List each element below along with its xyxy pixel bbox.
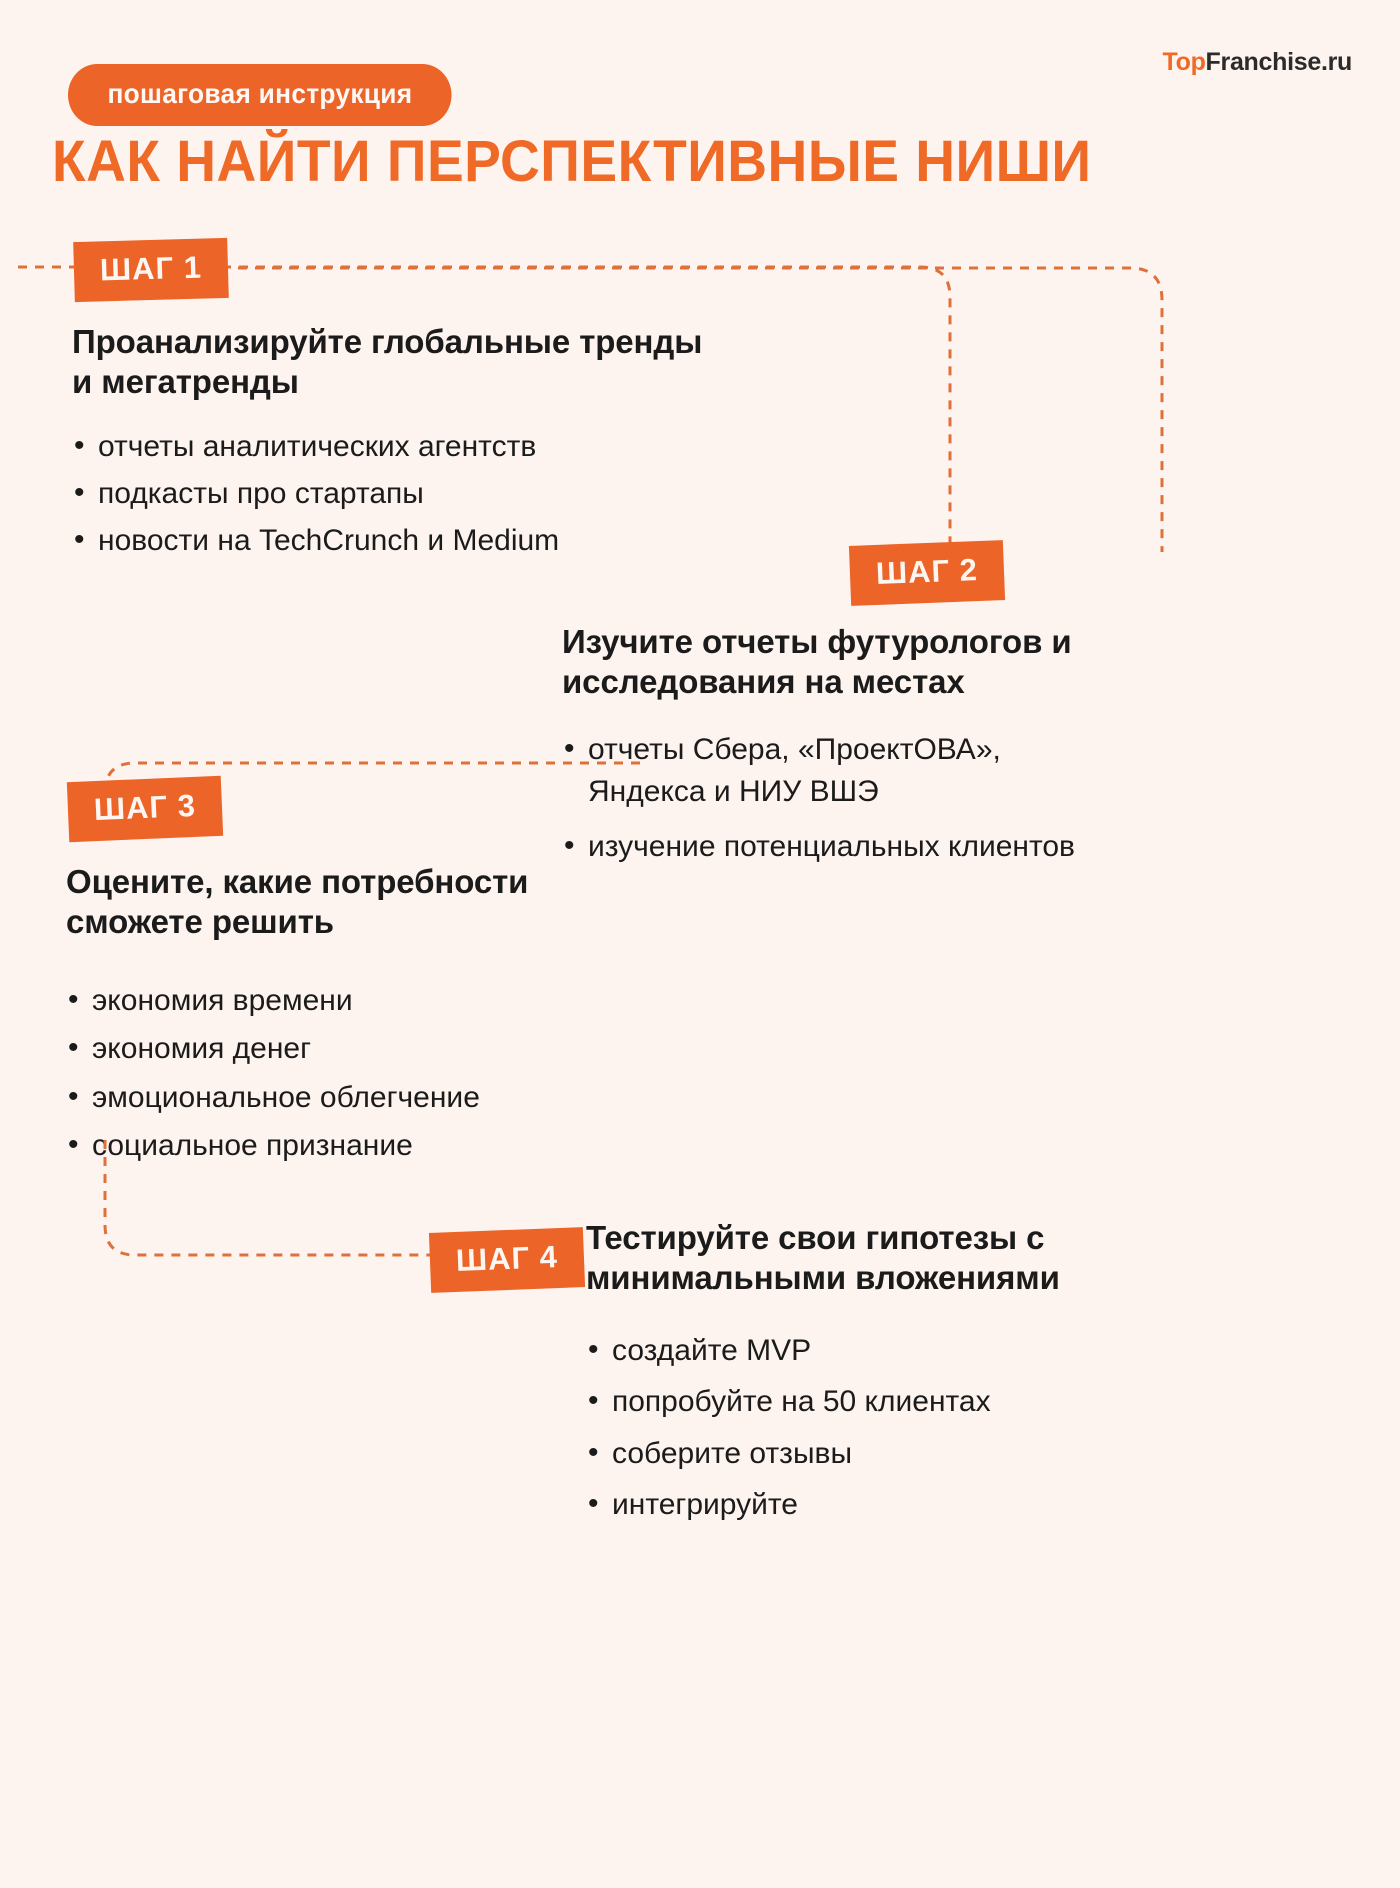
list-item: попробуйте на 50 клиентах <box>586 1375 1146 1428</box>
step-bullets-1: отчеты аналитических агентств подкасты п… <box>72 421 712 565</box>
step-bullets-4: создайте MVP попробуйте на 50 клиентах с… <box>586 1324 1146 1531</box>
step-heading-1: Проанализируйте глобальные тренды и мега… <box>72 323 703 401</box>
list-item: отчеты аналитических агентств <box>72 421 712 470</box>
step-badge-4: ШАГ 4 <box>428 1227 586 1293</box>
step-badge-3: ШАГ 3 <box>66 775 224 843</box>
list-item: подкасты про стартапы <box>72 469 712 517</box>
step-badge-1: ШАГ 1 <box>73 237 229 303</box>
list-item: отчеты Сбера, «ПроектОВА», Яндекса и НИУ… <box>562 727 1082 814</box>
list-item: создайте MVP <box>586 1324 1146 1377</box>
list-item: социальное признание <box>66 1121 666 1171</box>
kicker-pill: пошаговая инструкция <box>68 64 452 126</box>
step-bullets-2: отчеты Сбера, «ПроектОВА», Яндекса и НИУ… <box>562 727 1082 869</box>
site-logo[interactable]: TopFranchise.ru <box>1162 48 1352 77</box>
list-item: интегрируйте <box>586 1478 1146 1531</box>
step-block-1: Проанализируйте глобальные тренды и мега… <box>72 322 712 565</box>
step-heading-3: Оцените, какие потребности сможете решит… <box>66 863 529 941</box>
step-block-2: Изучите отчеты футурологов и исследовани… <box>562 622 1082 880</box>
page-title: КАК НАЙТИ ПЕРСПЕКТИВНЫЕ НИШИ <box>52 129 1092 194</box>
list-item: экономия времени <box>66 976 666 1026</box>
list-item: эмоциональное облегчение <box>66 1073 666 1123</box>
logo-rest-text: Franchise.ru <box>1205 48 1353 76</box>
step-heading-4: Тестируйте свои гипотезы с минимальными … <box>586 1219 1060 1297</box>
step-badge-2: ШАГ 2 <box>848 540 1006 606</box>
list-item: экономия денег <box>66 1024 666 1074</box>
step-block-3: Оцените, какие потребности сможете решит… <box>66 862 666 1171</box>
list-item: изучение потенциальных клиентов <box>562 825 1082 869</box>
step-bullets-3: экономия времени экономия денег эмоциона… <box>66 976 666 1171</box>
list-item: новости на TechCrunch и Medium <box>72 516 712 564</box>
step-block-4: Тестируйте свои гипотезы с минимальными … <box>586 1218 1146 1531</box>
step-heading-2: Изучите отчеты футурологов и исследовани… <box>562 623 1072 701</box>
list-item: соберите отзывы <box>586 1427 1146 1480</box>
logo-top-text: Top <box>1162 48 1206 76</box>
